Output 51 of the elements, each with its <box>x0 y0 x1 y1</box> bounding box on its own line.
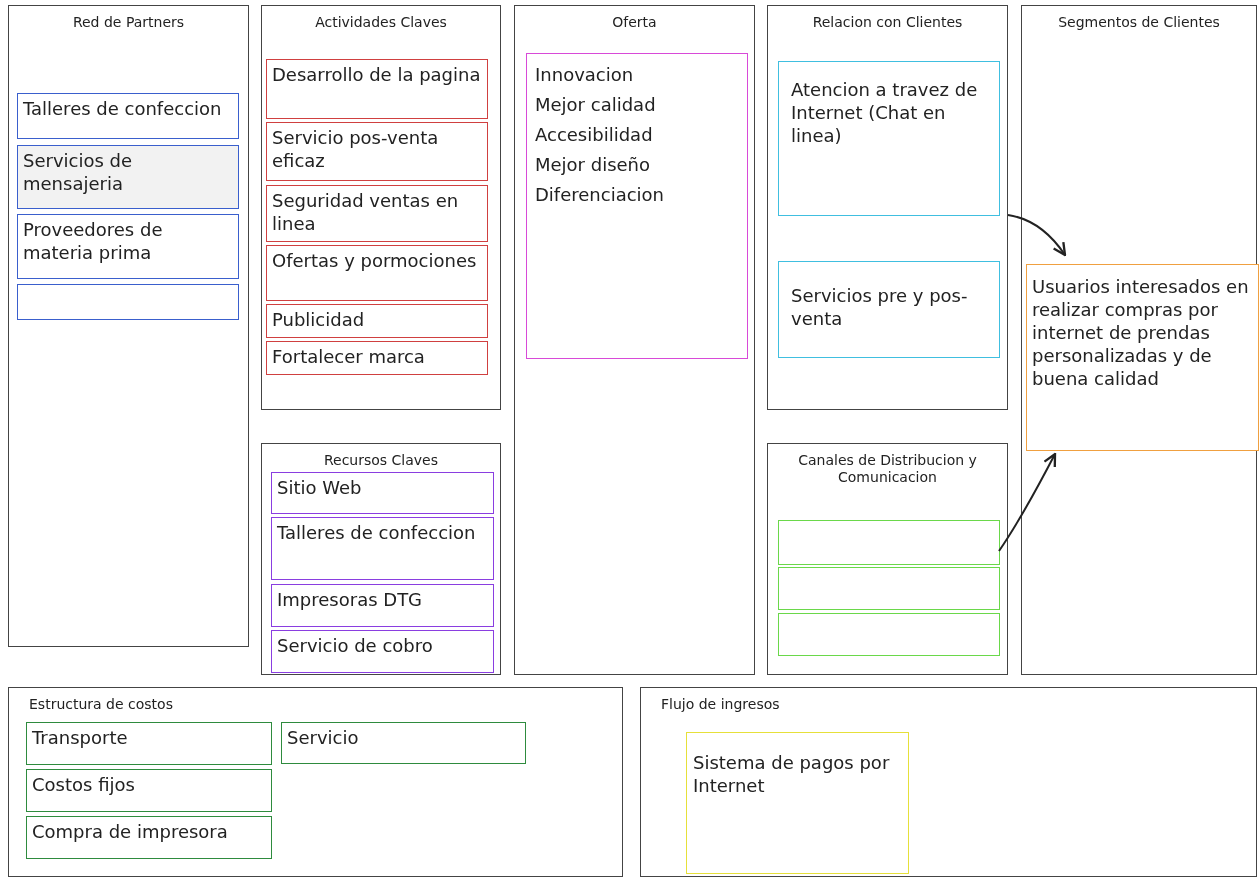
canvas-panel <box>261 5 501 410</box>
item-card: Usuarios interesados en realizar compras por internet de prendas personalizadas y de buena calidad <box>1026 264 1259 451</box>
item-card: Sitio Web <box>271 472 494 514</box>
item-text: Innovacion <box>535 63 635 87</box>
item-card: Ofertas y pormociones <box>266 245 488 301</box>
item-card: Servicio <box>281 722 526 764</box>
item-text: Mejor calidad <box>535 93 657 117</box>
canvas-panel <box>8 687 623 877</box>
item-card: Seguridad ventas en linea <box>266 185 488 242</box>
item-card: Proveedores de materia prima <box>17 214 239 279</box>
canvas-panel <box>514 5 755 675</box>
panel-title: Red de Partners <box>71 14 186 31</box>
canvas-panel <box>261 443 501 675</box>
item-card: Publicidad <box>266 304 488 338</box>
empty-card <box>778 613 1000 656</box>
item-card: Compra de impresora <box>26 816 272 859</box>
canvas-panel <box>1021 5 1257 675</box>
panel-title: Actividades Claves <box>314 14 448 31</box>
item-card: Servicios pre y pos-venta <box>778 261 1000 358</box>
panel-title: Oferta <box>611 14 658 31</box>
item-card: Sistema de pagos por Internet <box>686 732 909 874</box>
item-card: Fortalecer marca <box>266 341 488 375</box>
canvas-panel <box>8 5 249 647</box>
item-card <box>526 53 748 359</box>
item-card: Servicio pos-venta eficaz <box>266 122 488 181</box>
item-text: Mejor diseño <box>535 153 652 177</box>
item-card: Talleres de confeccion <box>271 517 494 580</box>
canvas-panel <box>640 687 1257 877</box>
canvas-panel <box>767 443 1008 675</box>
empty-card <box>778 567 1000 610</box>
panel-title: Segmentos de Clientes <box>1057 14 1221 31</box>
item-text: Accesibilidad <box>535 123 654 147</box>
item-text: Diferenciacion <box>535 183 665 207</box>
panel-title: Flujo de ingresos <box>661 696 781 713</box>
panel-title: Recursos Claves <box>322 452 440 469</box>
arrow <box>1007 214 1067 257</box>
item-card: Servicio de cobro <box>271 630 494 673</box>
canvas-panel <box>767 5 1008 410</box>
item-card: Impresoras DTG <box>271 584 494 627</box>
panel-title: Canales de Distribucion y Comunicacion <box>797 452 978 486</box>
item-card: Servicios de mensajeria <box>17 145 239 209</box>
item-card: Costos fijos <box>26 769 272 812</box>
empty-card <box>778 520 1000 565</box>
empty-card <box>17 284 239 320</box>
item-card: Atencion a travez de Internet (Chat en linea) <box>778 61 1000 216</box>
panel-title: Estructura de costos <box>29 696 174 713</box>
item-card: Desarrollo de la pagina <box>266 59 488 119</box>
arrow <box>998 452 1057 552</box>
item-card: Talleres de confeccion <box>17 93 239 139</box>
item-card: Transporte <box>26 722 272 765</box>
panel-title: Relacion con Clientes <box>811 14 964 31</box>
